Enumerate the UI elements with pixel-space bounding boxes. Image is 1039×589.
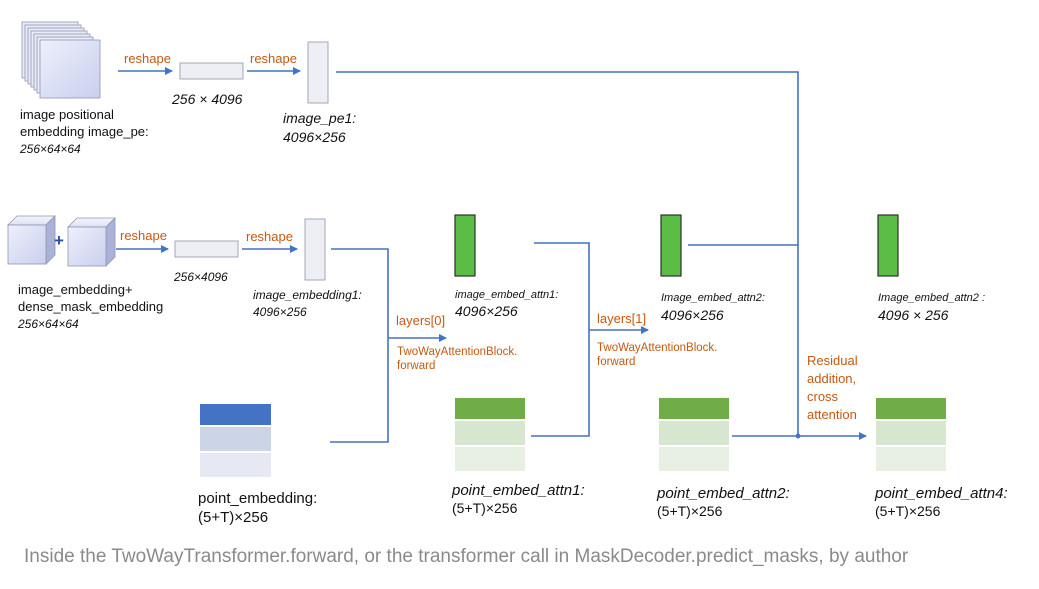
top-flat-dims: 256 × 4096 xyxy=(171,91,243,107)
image-embedding-dims: 256×64×64 xyxy=(17,317,79,331)
point-embed-attn2-stack xyxy=(659,398,729,471)
image-embedding1-dims: 4096×256 xyxy=(253,305,307,319)
image-pe1-dims: 4096×256 xyxy=(283,129,346,145)
residual-label-line4: attention xyxy=(807,407,857,422)
top-flat-tensor-box xyxy=(179,62,244,80)
residual-label-line2: addition, xyxy=(807,371,856,386)
mid-flat-dims: 256×4096 xyxy=(173,270,228,284)
image-embedding-label-line2: dense_mask_embedding xyxy=(18,299,163,314)
pe1-residual-connector xyxy=(336,71,799,436)
image-pe-dims: 256×64×64 xyxy=(19,142,81,156)
layer1-block-line2: forward xyxy=(597,356,635,368)
image-embedding-cube-icon xyxy=(7,215,56,265)
image-embed-attn1-box xyxy=(454,214,476,277)
image-embed-attn-final-name: Image_embed_attn2 : xyxy=(878,292,985,304)
point-embed-attn4-name: point_embed_attn4: xyxy=(874,485,1008,502)
point-embed-attn1-stack xyxy=(455,398,525,471)
layer1-block-line1: TwoWayAttentionBlock. xyxy=(597,342,717,354)
point-embed-attn4-stack xyxy=(876,398,946,471)
image-pe1-name: image_pe1: xyxy=(283,110,356,126)
image-embed-attn-final-dims: 4096 × 256 xyxy=(878,307,949,323)
image-pe-stack-icon xyxy=(21,21,101,99)
image-pe-label-line1: image positional xyxy=(20,107,114,122)
mid-reshape1-label: reshape xyxy=(120,228,167,243)
point-embed-attn2-name: point_embed_attn2: xyxy=(656,485,790,502)
figure-caption: Inside the TwoWayTransformer.forward, or… xyxy=(24,546,909,567)
point-embed-attn4-dims: (5+T)×256 xyxy=(875,503,941,519)
layer0-bracket-connector xyxy=(330,248,389,443)
point-embedding-dims: (5+T)×256 xyxy=(198,509,268,526)
layer0-block-line1: TwoWayAttentionBlock. xyxy=(397,346,517,358)
layer0-block-line2: forward xyxy=(397,360,435,372)
plus-icon: + xyxy=(54,231,64,250)
image-embed-attn-final-box xyxy=(877,214,899,277)
top-reshape1-label: reshape xyxy=(124,51,171,66)
mid-flat-tensor-box xyxy=(174,240,239,258)
image-embed-attn2-box xyxy=(660,214,682,277)
layer1-label: layers[1] xyxy=(597,311,646,326)
layer0-label: layers[0] xyxy=(396,313,445,328)
residual-label-line1: Residual xyxy=(807,353,858,368)
image-pe-label-line2: embedding image_pe: xyxy=(20,124,149,139)
image-embedding1-name: image_embedding1: xyxy=(253,288,362,302)
point-embedding-stack xyxy=(200,404,271,477)
image-pe1-box xyxy=(307,41,329,104)
image-embed-attn1-name: image_embed_attn1: xyxy=(455,289,558,301)
top-reshape2-label: reshape xyxy=(250,51,297,66)
layer1-bracket-connector xyxy=(531,242,590,437)
residual-label-line3: cross xyxy=(807,389,839,404)
image-embed-attn2-name: Image_embed_attn2: xyxy=(661,292,765,304)
point-embed-attn1-name: point_embed_attn1: xyxy=(451,482,585,499)
image-embed-attn2-dims: 4096×256 xyxy=(661,307,724,323)
image-embedding1-box xyxy=(304,218,326,281)
point-embedding-name: point_embedding: xyxy=(198,490,317,507)
image-embedding-label-line1: image_embedding+ xyxy=(18,282,133,297)
dense-mask-cube-icon xyxy=(67,217,116,267)
image-embed-attn1-dims: 4096×256 xyxy=(455,303,518,319)
mid-reshape2-label: reshape xyxy=(246,229,293,244)
residual-junction-dot xyxy=(795,433,801,439)
point-embed-attn2-dims: (5+T)×256 xyxy=(657,503,723,519)
point-embed-attn1-dims: (5+T)×256 xyxy=(452,500,518,516)
